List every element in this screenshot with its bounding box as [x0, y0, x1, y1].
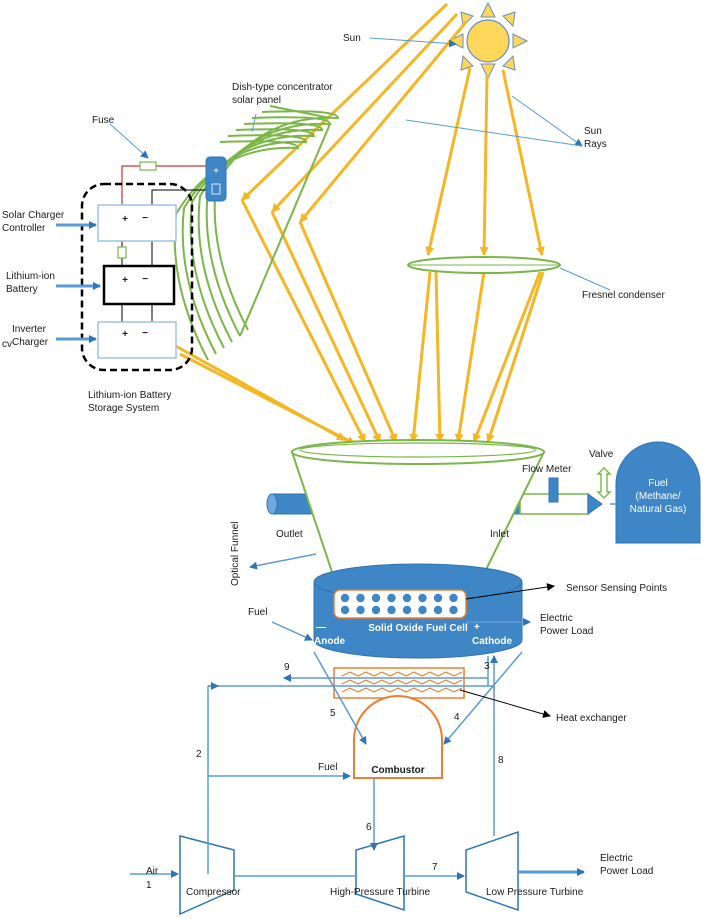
sensor-dot: [340, 605, 350, 615]
sun-rays: [425, 67, 545, 256]
svg-text:−: −: [142, 274, 148, 285]
state-point-9: 9: [284, 662, 290, 673]
valve-label: Valve: [589, 449, 614, 460]
state-point-3: 3: [484, 661, 490, 672]
fuel-combustor-label: Fuel: [318, 762, 337, 773]
sensor-points: [340, 593, 458, 615]
solar-charger-controller-box: + −: [97, 204, 177, 242]
minus-sign: —: [316, 622, 326, 633]
sensor-dot: [418, 593, 427, 603]
sensor-dot: [340, 593, 350, 603]
hp-turbine-label: High-Pressure Turbine: [330, 887, 430, 898]
flow-lines: [130, 503, 616, 880]
compressor: [179, 835, 235, 916]
fuel-tank: [615, 441, 701, 544]
state-point-1: 1: [146, 880, 152, 891]
battery-storage-system: [80, 182, 194, 372]
svg-text:+: +: [213, 166, 219, 177]
rays-storage-to-funnel: [171, 342, 356, 446]
fuel-tank-label: Fuel(Methane/Natural Gas): [630, 478, 687, 515]
high-pressure-turbine: [355, 835, 405, 912]
rays-dish-to-funnel: [240, 199, 398, 443]
battery-wiring: [121, 165, 210, 322]
sensor-dot: [371, 593, 381, 603]
state-point-labels: 1 2 3 4 5 6 7 8 9: [146, 661, 504, 891]
panel-terminal: +: [205, 156, 227, 202]
compressor-label: Compressor: [186, 887, 241, 898]
sensor-dot: [433, 593, 443, 603]
sensor-dot: [387, 605, 396, 615]
inlet-label: Inlet: [490, 529, 509, 540]
small-fuse-icon: [117, 246, 127, 259]
sensor-dot: [356, 605, 365, 615]
state-point-8: 8: [498, 755, 504, 766]
sensor-points-label: Sensor Sensing Points: [566, 583, 667, 594]
fresnel-label: Fresnel condenser: [582, 290, 665, 301]
rays-sun-to-dish: [240, 2, 468, 223]
sun-icon: [447, 1, 529, 80]
sensor-dot: [449, 593, 458, 603]
svg-text:−: −: [142, 213, 148, 224]
sensor-dot: [433, 605, 443, 615]
anode-label: Anode: [314, 636, 346, 647]
cathode-label: Cathode: [472, 636, 512, 647]
sensor-dot: [371, 605, 381, 615]
valve-icon: [596, 467, 612, 499]
sofc-label: Solid Oxide Fuel Cell: [368, 623, 468, 634]
air-label: Air: [146, 866, 159, 877]
heat-exchanger: [333, 667, 465, 699]
sensor-dot: [387, 593, 396, 603]
svg-text:+: +: [122, 275, 128, 286]
lp-turbine-label: Low Pressure Turbine: [486, 887, 584, 898]
fuse-icon: [139, 161, 157, 171]
solid-oxide-fuel-cell: [313, 563, 523, 659]
pointer-lines: [109, 37, 611, 718]
svg-text:+: +: [122, 214, 128, 225]
state-point-5: 5: [330, 708, 336, 719]
sun-label: Sun: [343, 33, 361, 44]
outlet-label: Outlet: [276, 529, 303, 540]
low-pressure-turbine: [465, 830, 519, 912]
sensor-dot: [418, 605, 427, 615]
flow-meter-label: Flow Meter: [522, 464, 572, 475]
combustor-label: Combustor: [371, 765, 424, 776]
rays-fresnel-to-funnel: [409, 271, 545, 443]
inverter-charger-box: + −: [97, 321, 177, 359]
fuel-in-label: Fuel: [248, 607, 267, 618]
dish-concentrator: [173, 105, 340, 361]
svg-text:+: +: [122, 329, 128, 340]
combustor: [353, 695, 443, 779]
lithium-ion-battery-box: + −: [102, 264, 176, 306]
optical-funnel: [290, 439, 546, 591]
heat-exchanger-label: Heat exchanger: [556, 713, 627, 724]
state-point-7: 7: [432, 862, 438, 873]
sensor-dot: [402, 605, 412, 615]
optical-funnel-label: Optical Funnel: [230, 522, 241, 586]
state-point-2: 2: [196, 749, 202, 760]
sensor-dot: [402, 593, 412, 603]
sensor-dot: [449, 605, 458, 615]
plus-sign: +: [474, 622, 480, 633]
fuse-label: Fuse: [92, 115, 115, 126]
state-point-6: 6: [366, 822, 372, 833]
svg-text:−: −: [142, 328, 148, 339]
state-point-4: 4: [454, 712, 460, 723]
cv-label: cv: [2, 339, 12, 350]
sensor-dot: [356, 593, 365, 603]
